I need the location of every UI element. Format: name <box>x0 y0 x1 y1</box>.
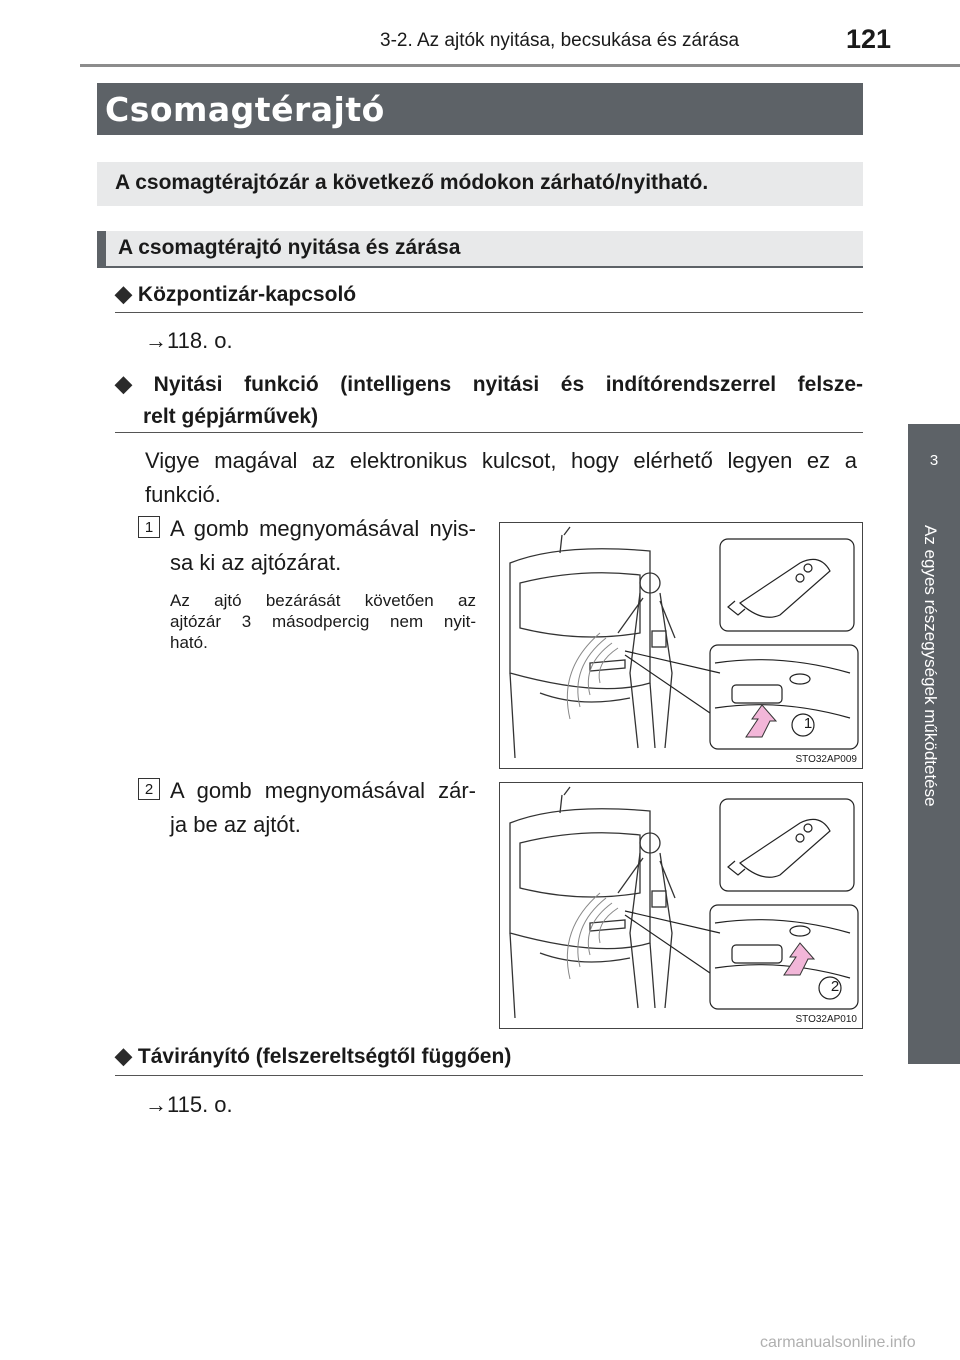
illustration-lock: 2 STO32AP010 <box>499 782 863 1029</box>
illustration-unlock: 1 STO32AP009 <box>499 522 863 769</box>
page-title-bar: Csomagtérajtó <box>97 83 863 135</box>
intro-box: A csomagtérajtózár a következő módokon z… <box>97 162 863 206</box>
page-number: 121 <box>846 24 892 54</box>
section-heading-bar: A csomagtérajtó nyitása és zárása <box>97 231 863 268</box>
subheading-central-lock: ◆Központizár-kapcsoló <box>115 281 357 306</box>
page-title: Csomagtérajtó <box>105 90 385 129</box>
chapter-number: 3 <box>929 452 939 469</box>
illustration-code: STO32AP010 <box>795 1014 857 1025</box>
callout-number: 1 <box>803 715 813 732</box>
intro-text: A csomagtérajtózár a következő módokon z… <box>115 171 709 194</box>
header-rule <box>80 64 960 67</box>
chapter-label: Az egyes részegységek működtetése <box>921 525 940 807</box>
step-1-text: A gomb megnyomásával nyis- sa ki az ajtó… <box>170 516 476 575</box>
subheading-rule <box>115 312 863 313</box>
step-number-badge: 1 <box>138 516 160 538</box>
subheading-remote: ◆Távirányító (felszereltségtől függően) <box>115 1043 512 1068</box>
subheading-rule <box>115 1075 863 1076</box>
diamond-bullet-icon: ◆ <box>115 1043 132 1068</box>
page-reference-link[interactable]: →115. o. <box>145 1092 233 1117</box>
page-reference-link[interactable]: →118. o. <box>145 328 233 353</box>
watermark: carmanualsonline.info <box>760 1334 916 1351</box>
subheading-rule <box>115 432 863 433</box>
section-heading: A csomagtérajtó nyitása és zárása <box>118 236 461 259</box>
step-number-badge: 2 <box>138 778 160 800</box>
running-header: 3-2. Az ajtók nyitása, becsukása és zárá… <box>380 30 740 51</box>
car-rear-illustration <box>509 526 859 759</box>
subheading-opening-function: ◆Nyitási funkció (intelligens nyitási és… <box>115 371 864 428</box>
diamond-bullet-icon: ◆ <box>115 371 148 396</box>
callout-number: 2 <box>830 978 840 995</box>
step-1-note: Az ajtó bezárását követően az ajtózár 3 … <box>170 591 476 652</box>
car-rear-illustration <box>509 786 859 1019</box>
diamond-bullet-icon: ◆ <box>115 281 132 306</box>
illustration-code: STO32AP009 <box>795 754 857 765</box>
body-paragraph: Vigye magával az elektronikus kulcsot, h… <box>145 448 857 507</box>
chapter-sidebar-tab <box>908 424 960 1064</box>
step-2-text: A gomb megnyomásával zár- ja be az ajtót… <box>170 778 476 837</box>
